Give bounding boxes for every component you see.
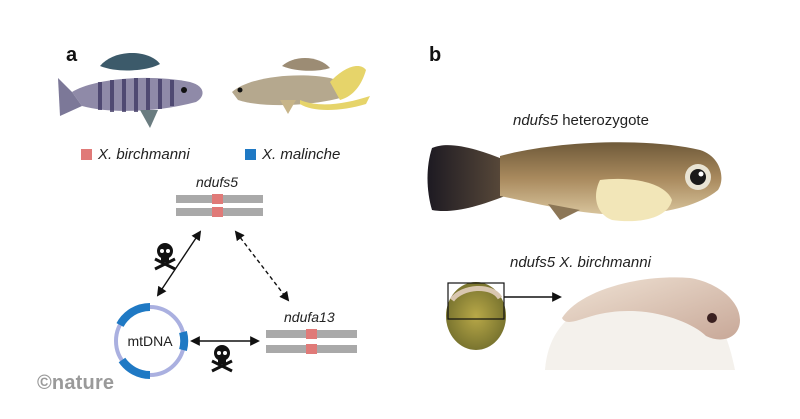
gene-label-ndufa13: ndufa13 (284, 309, 335, 325)
ndufs5-birchmanni-segment (212, 207, 223, 217)
embryo-closeup-image (545, 277, 740, 370)
birchmanni-fish-image (58, 53, 203, 128)
panel-label-b: b (429, 44, 442, 66)
nature-credit: ©nature (37, 372, 115, 394)
ndufs5-chromosomes (176, 194, 263, 217)
birchmanni-embryo-image (446, 282, 562, 350)
panel-label-a: a (66, 44, 78, 66)
mtdna-label: mtDNA (127, 333, 173, 349)
birchmanni-swatch (81, 149, 92, 160)
legend-birchmanni-label: X. birchmanni (98, 146, 190, 163)
ndufa13-chromosomes (266, 329, 357, 354)
arrow-ndufs5-ndufa13 (234, 230, 290, 302)
caption-birchmanni-text: ndufs5 X. birchmanni (510, 254, 651, 271)
caption-heterozygote: ndufs5 heterozygote (513, 112, 649, 129)
heterozygote-fish-image (427, 142, 722, 222)
mtdna-malinche-arc (118, 357, 151, 379)
mtdna-malinche-arc (116, 303, 151, 328)
mtdna-ring (114, 303, 189, 379)
magnify-box (447, 282, 505, 320)
legend-birchmanni: X. birchmanni (81, 146, 190, 163)
legend-malinche-label: X. malinche (262, 146, 341, 163)
malinche-fish-image (232, 57, 370, 114)
malinche-swatch (245, 149, 256, 160)
mtdna-malinche-arc (179, 330, 189, 352)
gene-label-ndufs5: ndufs5 (196, 174, 239, 190)
ndufa13-birchmanni-segment (306, 329, 317, 339)
caption-birchmanni: ndufs5 X. birchmanni (510, 254, 651, 271)
ndufa13-birchmanni-segment (306, 344, 317, 354)
arrow-mtdna-ndufs5 (156, 230, 202, 297)
caption-heterozygote-rest: heterozygote (558, 112, 649, 129)
skull-crossbones-icon (211, 345, 233, 373)
ndufs5-birchmanni-segment (212, 194, 223, 204)
legend-malinche: X. malinche (245, 146, 340, 163)
skull-crossbones-icon (154, 243, 176, 271)
caption-heterozygote-gene: ndufs5 (513, 112, 559, 129)
